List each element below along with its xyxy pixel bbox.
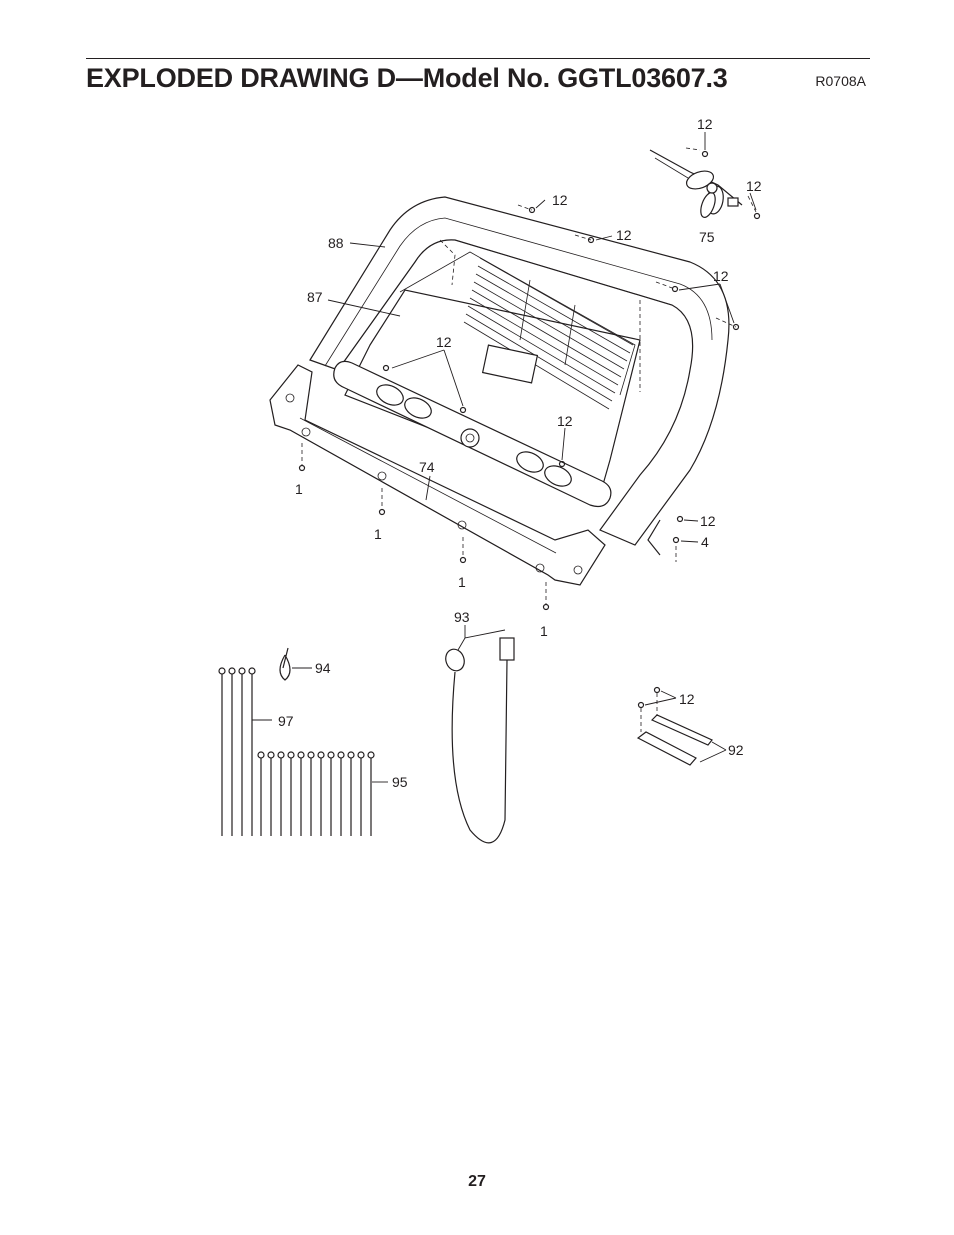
console-insert — [344, 251, 641, 496]
callout-1-d: 1 — [540, 623, 548, 639]
wire-harness — [647, 519, 661, 556]
vent-grille — [463, 257, 634, 410]
callout-93: 93 — [454, 609, 470, 625]
wire-tie — [279, 647, 291, 681]
safety-key — [445, 637, 515, 844]
bracket — [636, 686, 713, 766]
callout-4: 4 — [701, 534, 709, 550]
callout-95: 95 — [392, 774, 408, 790]
callout-12-right: 12 — [700, 513, 716, 529]
callout-74: 74 — [419, 459, 435, 475]
callout-12-mid: 12 — [557, 413, 573, 429]
callout-92: 92 — [728, 742, 744, 758]
drawing-code: R0708A — [815, 73, 866, 89]
callout-12-c: 12 — [713, 268, 729, 284]
callout-1-b: 1 — [374, 526, 382, 542]
callout-97: 97 — [278, 713, 294, 729]
long-ties — [218, 667, 256, 836]
callout-1-c: 1 — [458, 574, 466, 590]
short-ties — [257, 751, 375, 836]
callout-12-b: 12 — [616, 227, 632, 243]
page-title: EXPLODED DRAWING D—Model No. GGTL03607.3 — [86, 63, 728, 93]
callout-87: 87 — [307, 289, 323, 305]
fan-assembly — [649, 147, 757, 218]
callout-12-a: 12 — [552, 192, 568, 208]
bolts — [298, 443, 550, 611]
callouts: 12 12 75 12 12 12 88 87 12 12 12 4 74 1 … — [278, 116, 762, 790]
display-window — [481, 344, 539, 384]
callout-88: 88 — [328, 235, 344, 251]
leader-lines — [252, 132, 757, 783]
callout-12-bracket: 12 — [679, 691, 695, 707]
callout-75: 75 — [699, 229, 715, 245]
key-icon — [460, 428, 480, 448]
callout-12-fan: 12 — [746, 178, 762, 194]
console-frame — [309, 196, 730, 546]
page-number: 27 — [468, 1173, 486, 1190]
header-rule — [86, 58, 870, 59]
callout-12-top: 12 — [697, 116, 713, 132]
callout-12-inner: 12 — [436, 334, 452, 350]
handlebar — [333, 360, 612, 508]
screws — [382, 150, 761, 562]
callout-1-a: 1 — [295, 481, 303, 497]
callout-94: 94 — [315, 660, 331, 676]
